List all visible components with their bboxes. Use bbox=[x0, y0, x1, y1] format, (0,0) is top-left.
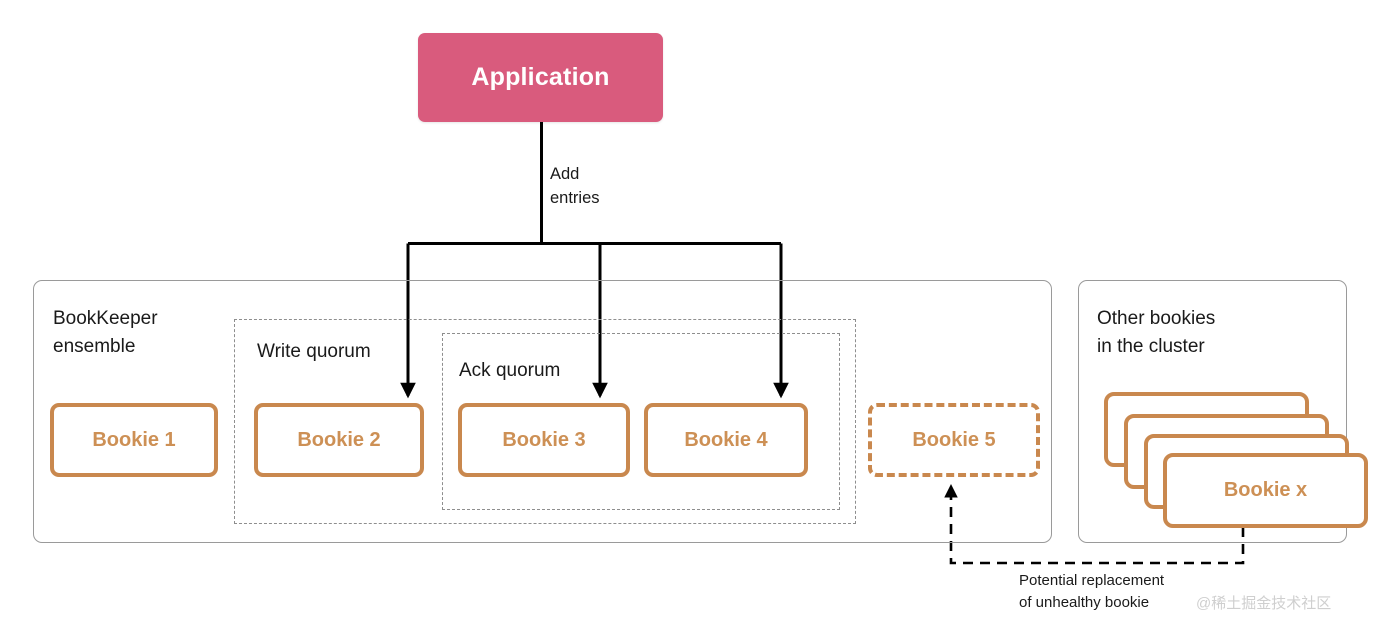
bookie-node-x-label: Bookie x bbox=[1223, 479, 1308, 501]
bookie-node-x[interactable]: Bookie x bbox=[1163, 453, 1368, 528]
ack-quorum-group bbox=[442, 333, 840, 510]
bookie-node-3[interactable]: Bookie 3 bbox=[458, 403, 630, 477]
bookie-node-1[interactable]: Bookie 1 bbox=[50, 403, 218, 477]
bookie-node-1-label: Bookie 1 bbox=[92, 428, 176, 451]
bookkeeper-ensemble-group bbox=[33, 280, 1052, 543]
bookie-node-4[interactable]: Bookie 4 bbox=[644, 403, 808, 477]
bookkeeper-ensemble-title: BookKeeper ensemble bbox=[53, 308, 158, 357]
bookie-node-4-label: Bookie 4 bbox=[684, 428, 768, 451]
add-entries-label: Add entries bbox=[550, 165, 600, 207]
watermark-text: @稀土掘金技术社区 bbox=[1196, 595, 1332, 612]
bookie-node-5-label: Bookie 5 bbox=[912, 428, 996, 451]
ack-quorum-title: Ack quorum bbox=[459, 360, 561, 381]
application-node[interactable]: Application bbox=[418, 33, 663, 122]
other-bookies-group bbox=[1078, 280, 1347, 543]
application-label: Application bbox=[471, 63, 610, 91]
bookie-node-2[interactable]: Bookie 2 bbox=[254, 403, 424, 477]
write-quorum-group bbox=[234, 319, 856, 524]
bookie-node-5[interactable]: Bookie 5 bbox=[868, 403, 1040, 477]
bookie-node-3-label: Bookie 3 bbox=[502, 428, 586, 451]
write-quorum-title: Write quorum bbox=[257, 341, 371, 362]
other-bookies-title: Other bookies in the cluster bbox=[1097, 308, 1216, 357]
replacement-note: Potential replacement of unhealthy booki… bbox=[1019, 572, 1165, 611]
bookie-node-2-label: Bookie 2 bbox=[297, 428, 381, 451]
